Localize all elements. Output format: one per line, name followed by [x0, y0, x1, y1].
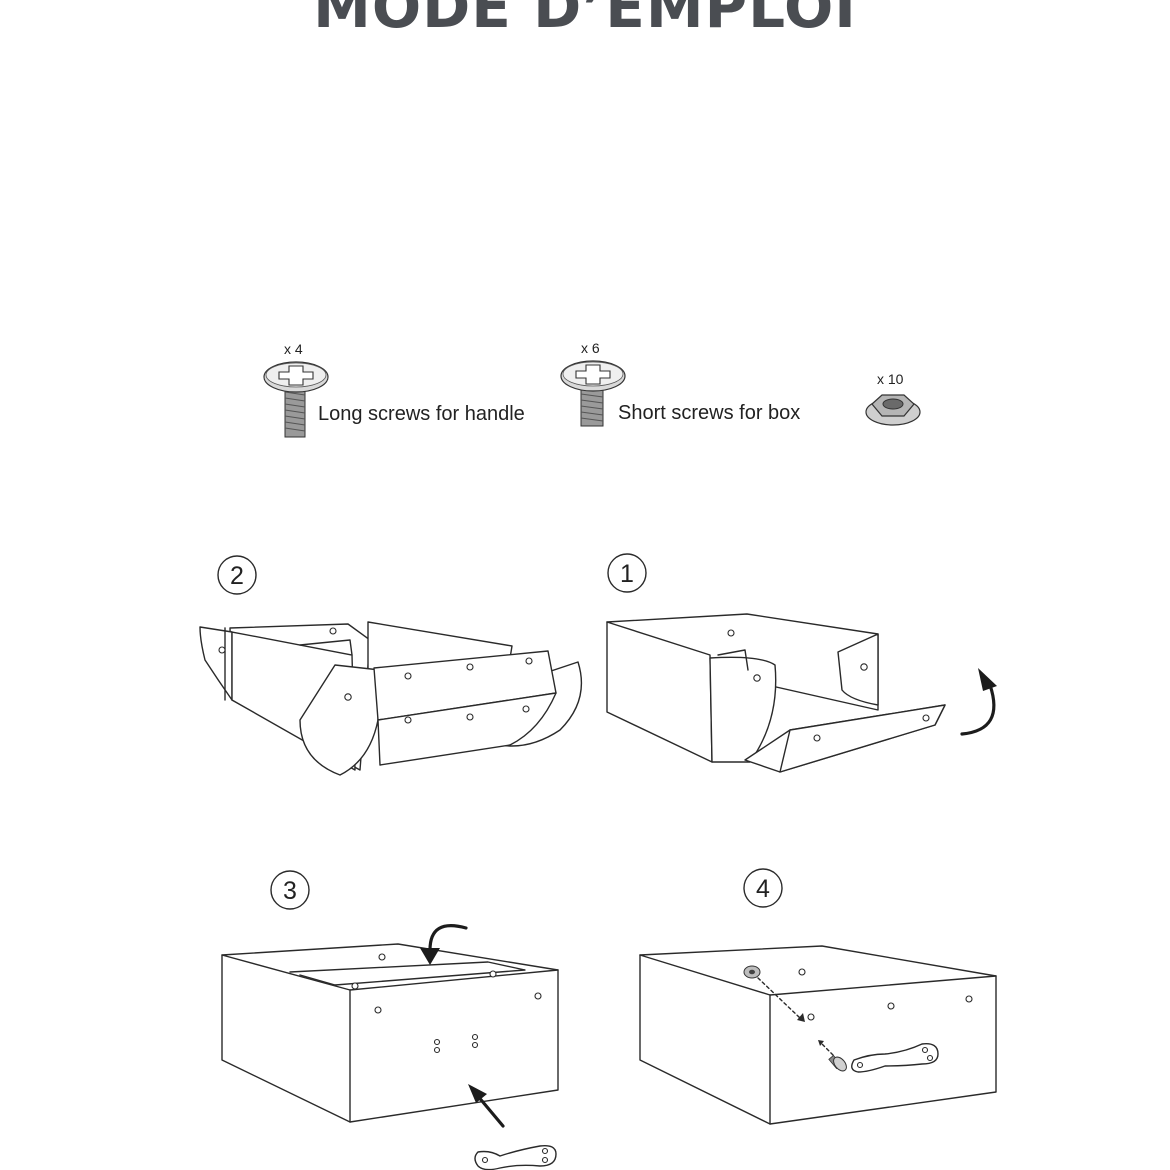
step-4-box-drawing	[639, 945, 997, 1125]
step-1-box-drawing	[606, 613, 946, 773]
step-4: 4	[639, 868, 997, 1125]
long-screw-label: Long screws for handle	[318, 403, 525, 425]
nut-quantity: x 10	[877, 371, 904, 387]
step-4-number: 4	[756, 875, 770, 903]
step-1-number: 1	[620, 560, 634, 588]
long-screw-quantity: x 4	[284, 341, 303, 357]
step-1: 1	[606, 553, 997, 773]
step-3-number-badge: 3	[270, 870, 310, 910]
long-screw-part: x 4 Long screws for handle	[263, 341, 525, 438]
nut-part: x 10	[865, 371, 921, 426]
short-screw-icon	[560, 360, 626, 427]
step-1-number-badge: 1	[607, 553, 647, 593]
short-screw-part: x 6 Short screws for box	[560, 340, 800, 427]
step-2-number: 2	[230, 562, 244, 590]
step-3-box-drawing	[221, 943, 559, 1123]
screw-icon	[828, 1054, 847, 1072]
step-2-box-drawing	[199, 621, 583, 776]
push-arrow-icon	[468, 1084, 505, 1128]
insert-arrow-icon	[420, 924, 468, 965]
step-4-number-badge: 4	[743, 868, 783, 908]
short-screw-label: Short screws for box	[618, 402, 800, 424]
nut-icon	[743, 965, 761, 979]
rotate-arrow-icon	[960, 668, 997, 736]
handle-icon	[474, 1144, 557, 1170]
page-title: MODE D’EMPLOI	[313, 0, 857, 41]
short-screw-quantity: x 6	[581, 340, 600, 356]
step-2: 2	[199, 555, 583, 776]
hex-nut-icon	[865, 394, 921, 426]
long-screw-icon	[263, 361, 329, 438]
step-2-number-badge: 2	[217, 555, 257, 595]
step-3: 3	[221, 870, 559, 1170]
handle-icon	[851, 1043, 939, 1073]
step-3-number: 3	[283, 877, 297, 905]
